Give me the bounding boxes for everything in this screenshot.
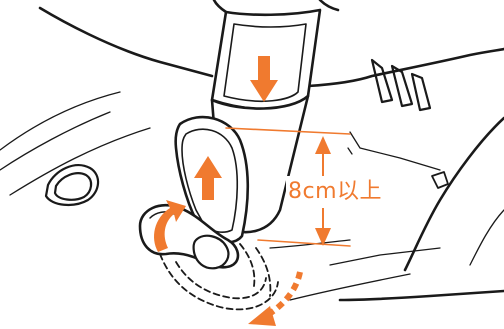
hidden-strap-path [159,243,279,311]
seat-right-contour [338,116,504,302]
body-outline [38,0,504,88]
seat-button [44,164,100,206]
up-arrow-icon [194,156,222,200]
curl-arrow-icon [154,200,186,252]
measurement-guides [225,127,351,247]
down-arrow-icon [250,56,278,102]
seat-surface-lines [0,91,504,301]
latch-tab [431,171,449,189]
pull-arrow-icon [248,271,303,326]
vent-slots [370,58,432,112]
measurement-label: 8cm以上 [286,176,430,208]
